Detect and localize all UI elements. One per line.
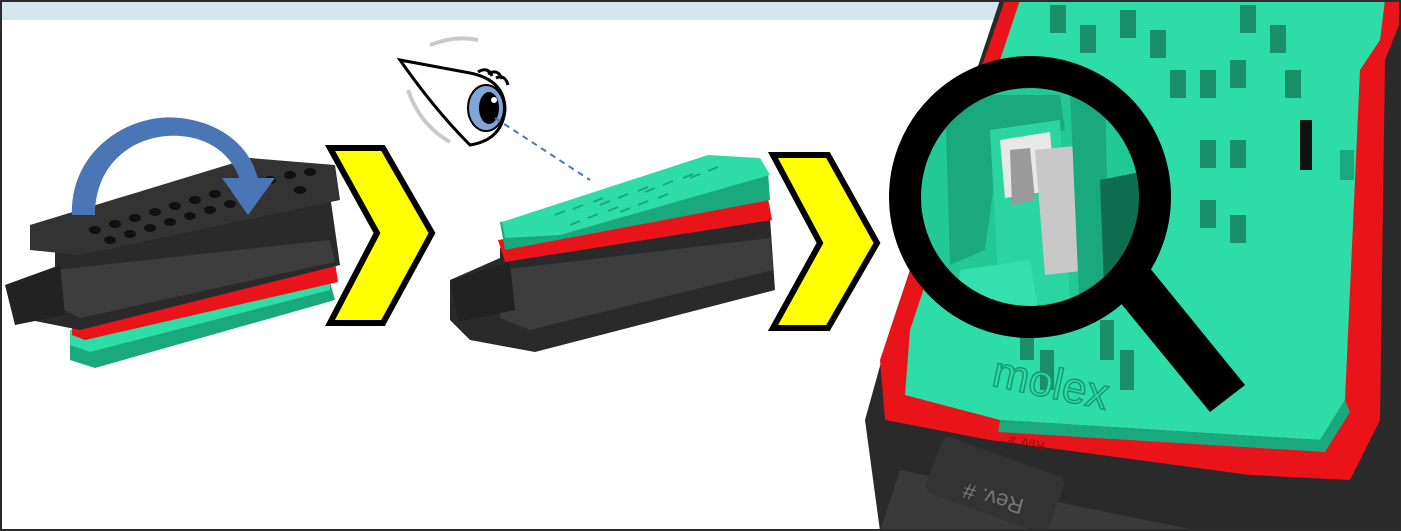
housing-latch [5, 265, 65, 325]
connector-flipped [5, 158, 340, 368]
step-chevron-1 [330, 148, 432, 323]
eye-brow-arc [430, 38, 478, 45]
connector-upright [450, 155, 775, 352]
step-chevron-2 [773, 155, 877, 328]
sight-line [495, 118, 590, 180]
eye-highlight [491, 97, 497, 103]
eye-viewer [400, 38, 590, 180]
